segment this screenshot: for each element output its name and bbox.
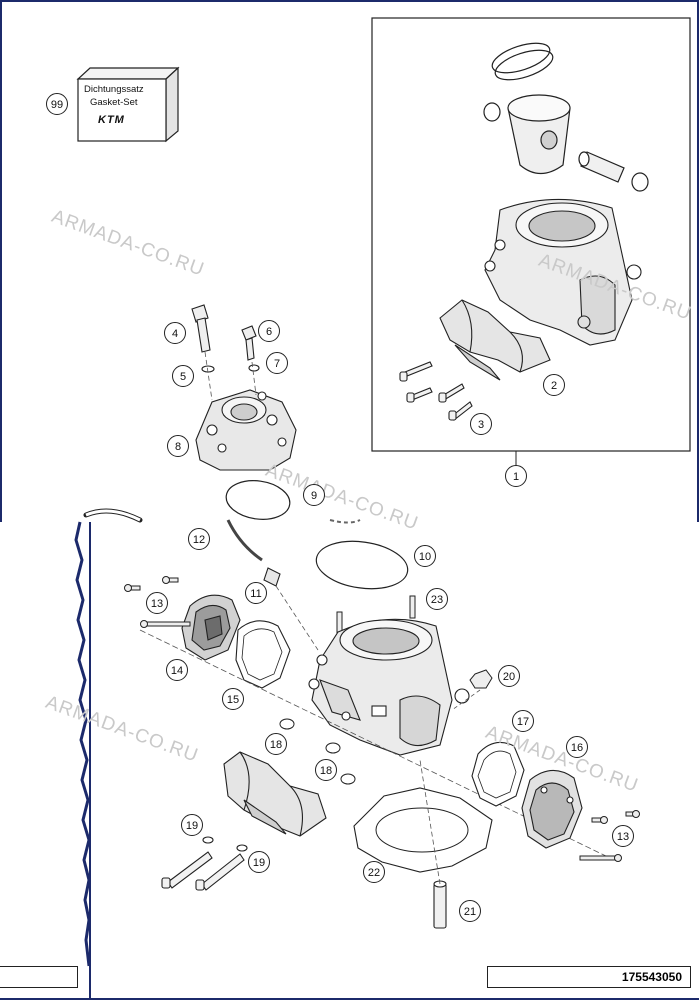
piston-pin	[578, 151, 625, 183]
callout-3: 3	[470, 413, 492, 435]
bolts-top-right	[399, 361, 473, 421]
ktm-logo: KTM	[98, 114, 125, 126]
torn-edge	[74, 521, 91, 967]
bolts-13-right	[579, 810, 640, 862]
base-gasket	[353, 787, 493, 873]
callout-20: 20	[498, 665, 520, 687]
exhaust-flange-top	[439, 299, 551, 381]
frame-bottom	[0, 998, 699, 1000]
frame-right-upper	[697, 0, 699, 522]
callout-17: 17	[512, 710, 534, 732]
gasket-box-line1: Dichtungssatz	[84, 84, 144, 95]
callout-12: 12	[188, 528, 210, 550]
head-nut	[241, 325, 257, 361]
document-number: 175543050	[487, 966, 691, 988]
head-bolt	[191, 304, 211, 353]
dowel-pin	[433, 880, 447, 929]
o-ring-head	[225, 480, 291, 520]
callout-10: 10	[414, 545, 436, 567]
callout-21: 21	[459, 900, 481, 922]
head-nut-washer	[248, 364, 260, 372]
callout-22: 22	[363, 861, 385, 883]
cylinder-top	[484, 198, 642, 346]
cylinder-assembly-frame	[371, 17, 691, 452]
callout-13-left: 13	[146, 592, 168, 614]
callout-18-upper: 18	[265, 733, 287, 755]
footer-left-box	[0, 966, 78, 988]
bolts-bottom-left	[161, 836, 248, 891]
callout-2: 2	[543, 374, 565, 396]
callout-19-lower: 19	[248, 851, 270, 873]
callout-11: 11	[245, 582, 267, 604]
callout-23: 23	[426, 588, 448, 610]
callout-14: 14	[166, 659, 188, 681]
exhaust-flange-bottom	[223, 751, 327, 837]
callout-15: 15	[222, 688, 244, 710]
gasket-box-line2: Gasket-Set	[90, 97, 138, 108]
piston	[507, 94, 571, 175]
frame-divider	[89, 522, 91, 998]
callout-1: 1	[505, 465, 527, 487]
cylinder-head	[195, 389, 297, 471]
callout-16: 16	[566, 736, 588, 758]
callout-6: 6	[258, 320, 280, 342]
circlip-right	[631, 172, 649, 192]
callout-4: 4	[164, 322, 186, 344]
piston-rings	[491, 42, 554, 81]
cylinder-main	[308, 618, 470, 756]
wire-upper	[329, 519, 361, 524]
callout-19-upper: 19	[181, 814, 203, 836]
cable-12	[226, 519, 263, 562]
cover-right	[521, 769, 583, 849]
gasket-15	[235, 620, 291, 689]
gasket-set-box	[76, 66, 180, 143]
o-ring-cylinder	[315, 540, 409, 590]
callout-18-lower: 18	[315, 759, 337, 781]
callout-7: 7	[266, 352, 288, 374]
washers-18	[279, 718, 356, 785]
callout-13-right: 13	[612, 825, 634, 847]
bolts-13-left	[124, 576, 191, 628]
frame-top	[0, 0, 699, 2]
callout-8: 8	[167, 435, 189, 457]
cover-left	[181, 594, 241, 661]
circlip-left	[483, 102, 501, 122]
callout-9: 9	[303, 484, 325, 506]
frame-left-upper	[0, 0, 2, 522]
nut-20	[469, 669, 493, 689]
callout-5: 5	[172, 365, 194, 387]
connector	[263, 567, 281, 587]
callout-99: 99	[46, 93, 68, 115]
